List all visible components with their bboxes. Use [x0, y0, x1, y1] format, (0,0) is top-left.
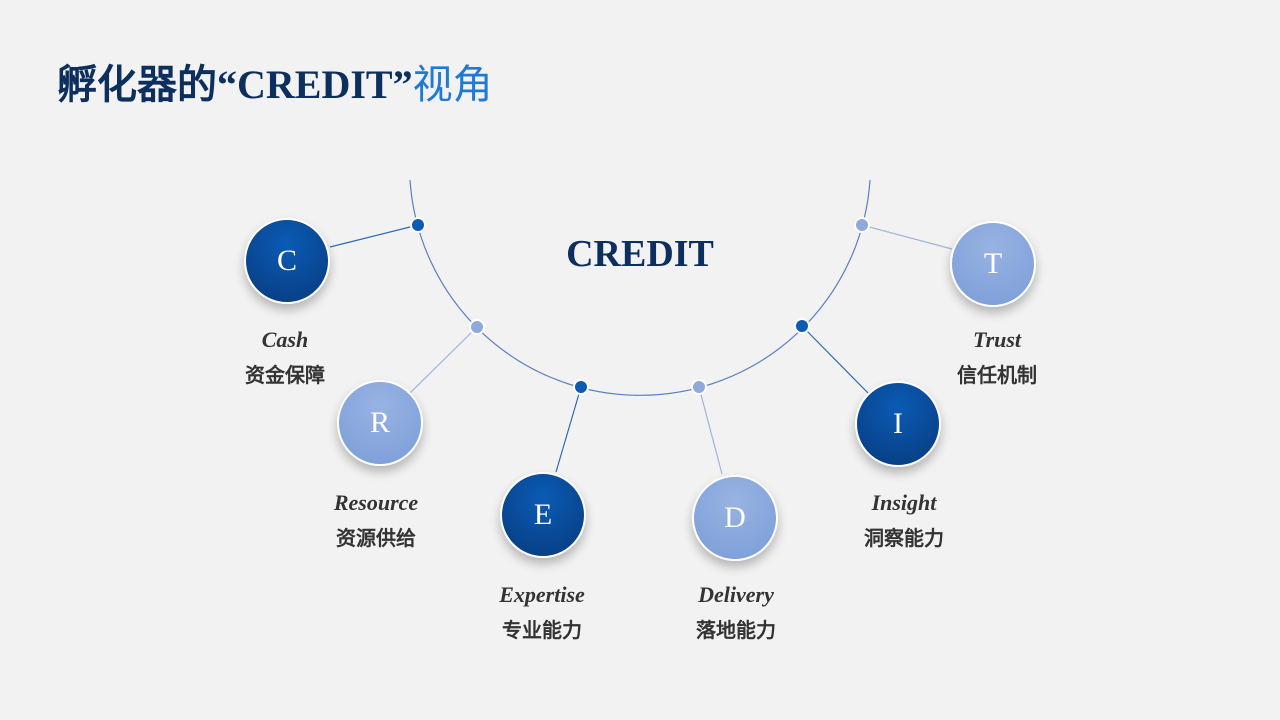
label-c: Cash 资金保障: [205, 327, 365, 388]
label-cn: 落地能力: [696, 618, 776, 642]
title-main: 孵化器的“CREDIT”: [57, 62, 413, 107]
label-en: Delivery: [698, 582, 774, 607]
page-title: 孵化器的“CREDIT”视角: [57, 52, 493, 110]
node-d: D: [692, 475, 778, 561]
label-en: Expertise: [499, 582, 585, 607]
connector-d: [698, 386, 723, 475]
label-en: Cash: [261, 327, 309, 352]
label-cn: 资金保障: [245, 363, 325, 387]
title-accent: 视角: [412, 62, 493, 107]
dot-i: [794, 318, 810, 334]
center-label: CREDIT: [566, 233, 714, 275]
label-e: Expertise 专业能力: [462, 582, 622, 643]
label-en: Resource: [333, 490, 419, 515]
node-i: I: [855, 381, 941, 467]
dot-e: [573, 379, 589, 395]
arc: [409, 179, 871, 396]
label-en: Insight: [871, 490, 937, 515]
dot-d: [691, 379, 707, 395]
connector-c: [329, 224, 419, 248]
connector-i: [801, 325, 869, 394]
label-i: Insight 洞察能力: [824, 490, 984, 551]
label-cn: 洞察能力: [864, 526, 944, 550]
node-c: C: [244, 218, 330, 304]
connector-e: [555, 386, 582, 473]
dot-t: [854, 217, 870, 233]
node-t: T: [950, 221, 1036, 307]
dot-r: [469, 319, 485, 335]
label-en: Trust: [972, 327, 1022, 352]
label-t: Trust 信任机制: [917, 327, 1077, 388]
label-cn: 信任机制: [957, 363, 1037, 387]
label-cn: 专业能力: [502, 618, 582, 642]
dot-c: [410, 217, 426, 233]
node-e: E: [500, 472, 586, 558]
connector-t: [861, 224, 953, 250]
connector-r: [409, 326, 478, 394]
label-r: Resource 资源供给: [296, 490, 456, 551]
node-r: R: [337, 380, 423, 466]
label-cn: 资源供给: [336, 526, 416, 550]
label-d: Delivery 落地能力: [656, 582, 816, 643]
